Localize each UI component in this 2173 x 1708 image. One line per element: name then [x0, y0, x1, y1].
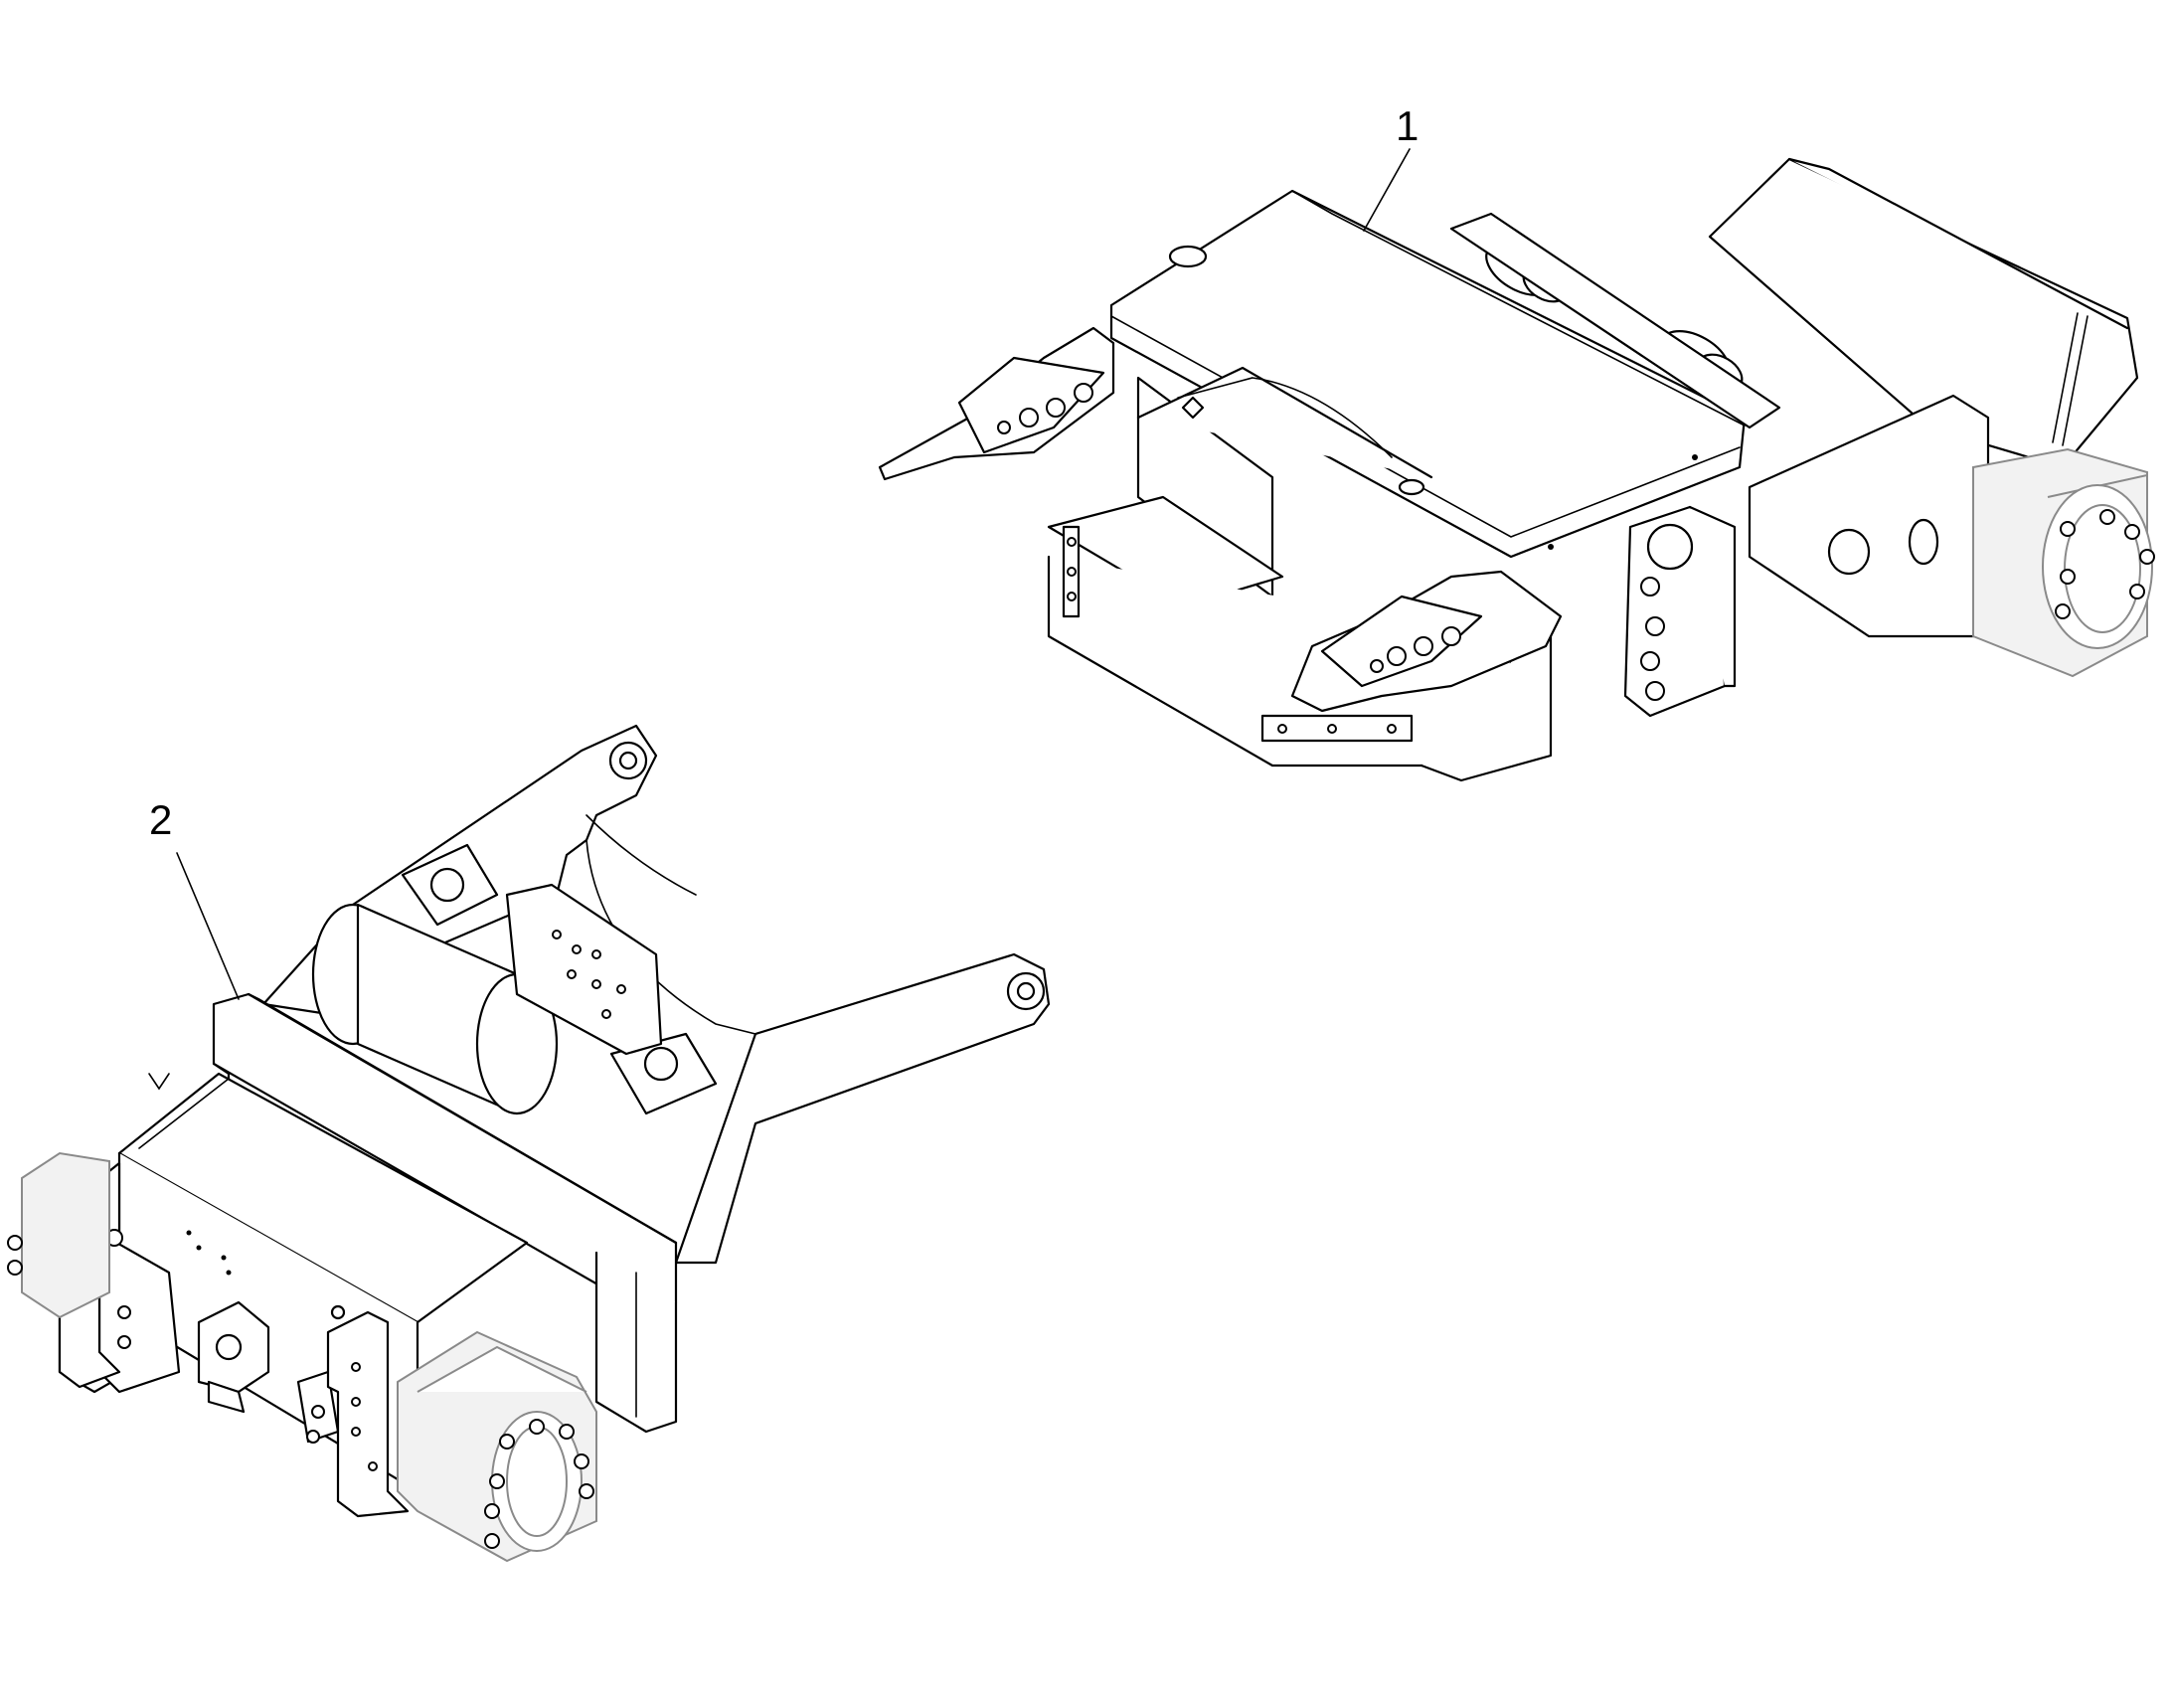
part-2-front-plate-icon: [212, 992, 678, 1434]
callout-2-leader-line: [176, 852, 240, 1000]
part-1-front-arm-icon: [878, 326, 1115, 481]
part-1-axle-frame-assembly-icon: [878, 157, 2155, 782]
callout-1-leader-line: [1363, 148, 1411, 232]
part-2-left-hub-icon: [7, 1151, 110, 1319]
part-2-mount-plate-icon: [505, 883, 663, 1056]
part-1-pivot-rollers-icon: [1168, 212, 1781, 429]
part-1-lower-frame-icon: [1047, 366, 1553, 782]
callout-label-2: 2: [149, 796, 173, 843]
part-1-rear-housing-icon: [1708, 157, 2155, 678]
part-1-top-cover-icon: [1109, 189, 1747, 559]
callout-label-1: 1: [1396, 102, 1420, 149]
part-2-right-hub-icon: [397, 1330, 597, 1563]
part-1-rear-arm-icon: [1290, 570, 1563, 713]
part-2-loader-frame-assembly-icon: [7, 724, 1051, 1563]
part-1-side-bracket-icon: [1623, 505, 1737, 718]
